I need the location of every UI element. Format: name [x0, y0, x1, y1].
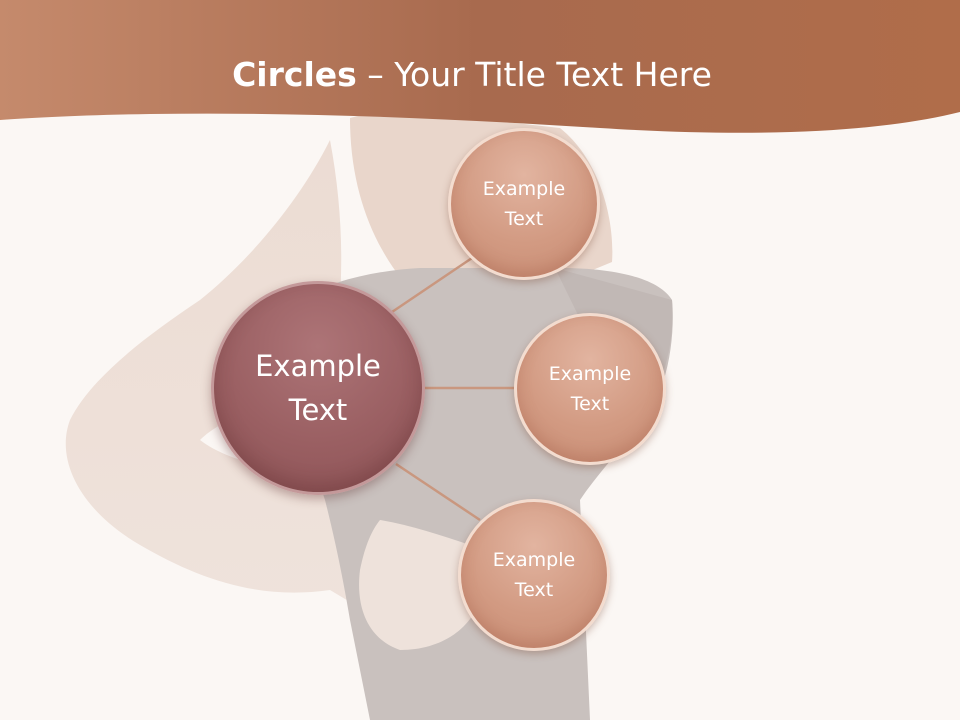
connector-top	[391, 256, 473, 314]
node-middle-line2: Text	[570, 393, 610, 415]
node-circle-middle[interactable]: Example Text	[514, 313, 666, 465]
node-top-line1: Example	[482, 178, 566, 200]
node-top-line2: Text	[504, 208, 544, 230]
node-circle-top[interactable]: Example Text	[448, 128, 600, 280]
node-bottom-line1: Example	[492, 549, 576, 571]
center-circle[interactable]: Example Text	[211, 281, 425, 495]
node-bottom-line2: Text	[514, 579, 554, 601]
connector-bottom	[395, 462, 481, 522]
center-circle-line1: Example	[255, 349, 381, 383]
center-circle-line2: Text	[288, 393, 348, 427]
node-circle-bottom[interactable]: Example Text	[458, 499, 610, 651]
title-bold: Circles	[232, 55, 357, 94]
slide-title: Circles – Your Title Text Here	[0, 52, 944, 98]
node-middle-line1: Example	[548, 363, 632, 385]
title-rest: – Your Title Text Here	[356, 55, 712, 94]
header-band	[0, 0, 960, 133]
